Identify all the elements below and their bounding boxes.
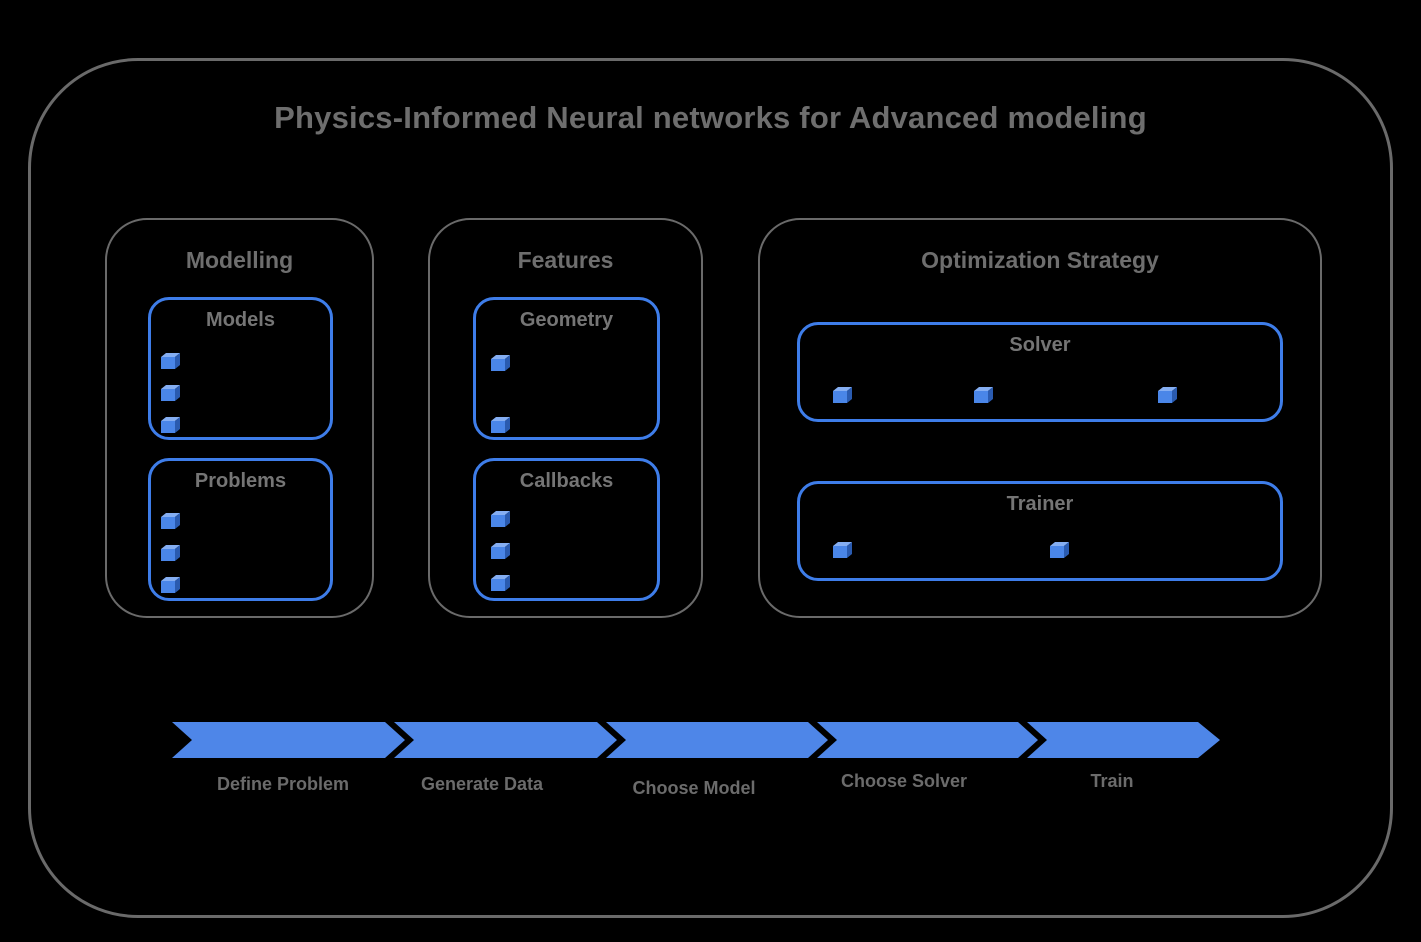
box-solver: Solver xyxy=(797,322,1283,422)
box-solver-title: Solver xyxy=(1009,334,1071,356)
box-problems-title: Problems xyxy=(194,470,287,492)
box-geometry-title: Geometry xyxy=(519,309,614,331)
box-geometry: Geometry xyxy=(473,297,660,440)
cube-icon xyxy=(1158,387,1177,403)
group-features: Features xyxy=(428,218,703,618)
group-optimization-strategy: Optimization Strategy xyxy=(758,218,1322,618)
arrow-segment xyxy=(172,722,405,758)
cube-icon xyxy=(161,577,180,593)
cube-icon xyxy=(491,511,510,527)
group-modelling: Modelling xyxy=(105,218,374,618)
group-optimization-strategy-title: Optimization Strategy xyxy=(921,247,1159,273)
outer-frame xyxy=(28,58,1393,918)
step-label-train: Train xyxy=(1090,771,1134,791)
box-problems: Problems xyxy=(148,458,333,601)
cube-icon xyxy=(161,513,180,529)
arrow-segment xyxy=(606,722,828,758)
box-callbacks: Callbacks xyxy=(473,458,660,601)
cube-icon xyxy=(161,545,180,561)
box-trainer-title: Trainer xyxy=(1006,493,1074,515)
arrow-segment xyxy=(394,722,617,758)
box-callbacks-title: Callbacks xyxy=(519,470,614,492)
arrow-segment xyxy=(1027,722,1220,758)
group-modelling-title: Modelling xyxy=(185,247,294,273)
cube-icon xyxy=(491,543,510,559)
cube-icon xyxy=(1050,542,1069,558)
cube-icon xyxy=(161,417,180,433)
cube-icon xyxy=(833,387,852,403)
arrow-segment xyxy=(817,722,1038,758)
step-label-generate-data: Generate Data xyxy=(420,774,544,794)
step-label-define-problem: Define Problem xyxy=(216,774,350,794)
cube-icon xyxy=(833,542,852,558)
cube-icon xyxy=(491,355,510,371)
diagram-title: Physics-Informed Neural networks for Adv… xyxy=(274,100,1147,135)
box-models: Models xyxy=(148,297,333,440)
box-trainer: Trainer xyxy=(797,481,1283,581)
box-models-title: Models xyxy=(206,309,275,331)
cube-icon xyxy=(491,575,510,591)
cube-icon xyxy=(161,385,180,401)
process-flow-arrow xyxy=(172,722,1220,758)
cube-icon xyxy=(974,387,993,403)
step-label-choose-model: Choose Model xyxy=(632,778,756,798)
cube-icon xyxy=(491,417,510,433)
group-features-title: Features xyxy=(517,247,614,273)
cube-icon xyxy=(161,353,180,369)
step-label-choose-solver: Choose Solver xyxy=(840,771,968,791)
